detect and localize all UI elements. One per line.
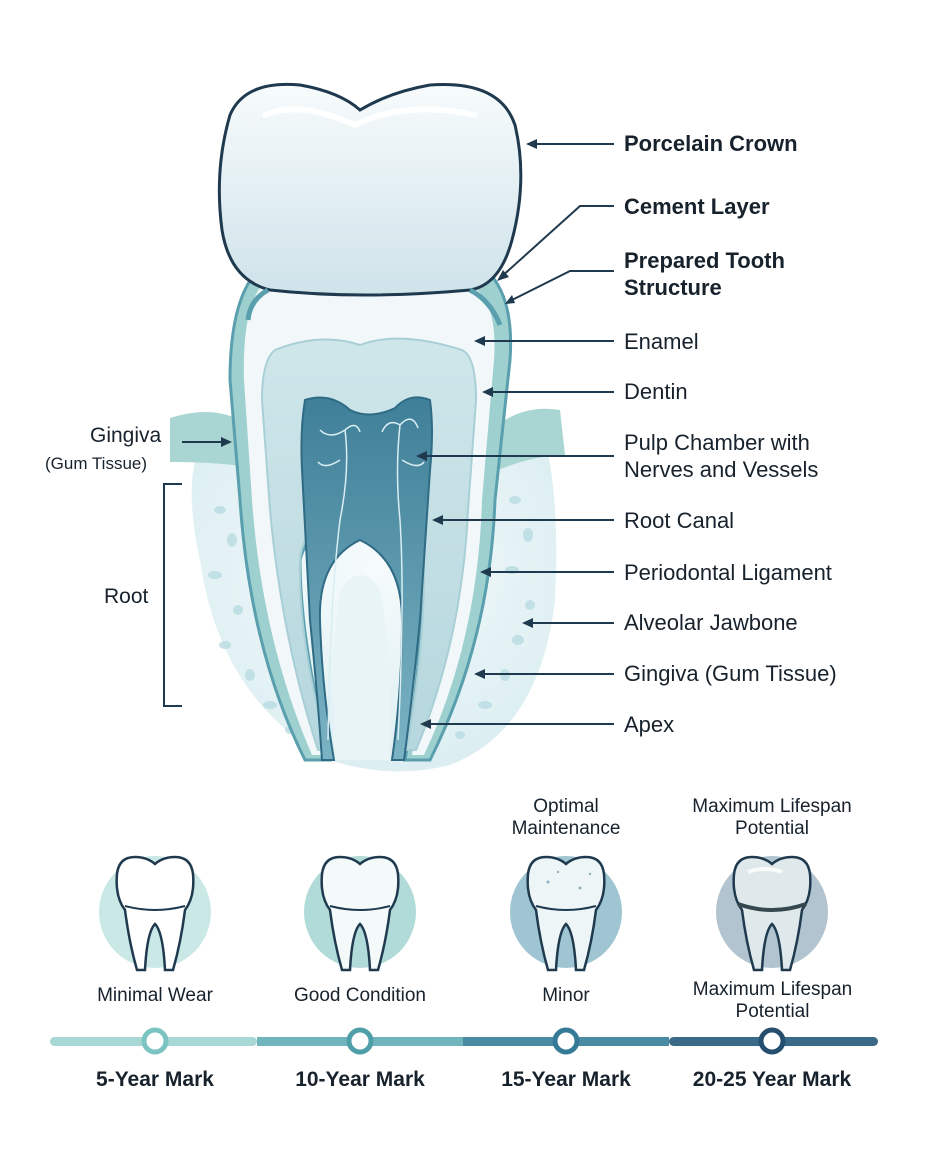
stage-1-caption: Minimal Wear [97, 985, 213, 1006]
speckled-molar-icon [526, 855, 606, 972]
label-alveolar-jawbone: Alveolar Jawbone [624, 610, 798, 635]
label-periodontal-ligament: Periodontal Ligament [624, 560, 832, 585]
leader-lines [163, 143, 614, 725]
stage-2-caption: Good Condition [293, 985, 427, 1006]
year-mark-20-25: 20-25 Year Mark [692, 1068, 852, 1091]
label-dentin: Dentin [624, 379, 688, 404]
label-porcelain-crown: Porcelain Crown [624, 131, 798, 156]
milestone-node-5 [141, 1027, 169, 1055]
porcelain-crown [217, 82, 523, 297]
stage-3-caption: Minor [542, 985, 590, 1006]
leader-arrowheads [221, 139, 537, 729]
cement-layer [245, 287, 503, 326]
year-mark-15: 15-Year Mark [501, 1068, 631, 1091]
label-apex: Apex [624, 712, 675, 737]
label-gingiva-left-line2: (Gum Tissue) [45, 454, 148, 473]
lifespan-timeline [50, 855, 878, 1055]
label-root-canal: Root Canal [624, 508, 735, 533]
milestone-node-15 [552, 1027, 580, 1055]
milestone-node-10 [346, 1027, 374, 1055]
label-cement-layer: Cement Layer [624, 194, 770, 219]
nerves-and-vessels [317, 418, 425, 741]
label-enamel: Enamel [624, 329, 699, 354]
year-mark-5: 5-Year Mark [96, 1068, 214, 1091]
clean-molar-icon [115, 855, 195, 972]
label-pulp-chamber-line1: Pulp Chamber with [624, 430, 810, 455]
stage-4-top-label: Maximum Lifespan Potential [692, 796, 852, 839]
molar-icon [320, 855, 400, 972]
stage-4-caption: Maximum Lifespan Potential [692, 979, 853, 1022]
label-prepared-tooth-line2: Structure [624, 275, 722, 300]
tooth-cross-section-illustration [163, 82, 614, 772]
worn-molar-icon [732, 855, 812, 972]
label-root: Root [104, 585, 149, 608]
milestone-node-20 [758, 1027, 786, 1055]
year-mark-10: 10-Year Mark [295, 1068, 425, 1091]
label-gingiva-right: Gingiva (Gum Tissue) [624, 661, 837, 686]
label-gingiva-left-line1: Gingiva [90, 424, 162, 447]
label-pulp-chamber-line2: Nerves and Vessels [624, 457, 819, 482]
label-prepared-tooth-line1: Prepared Tooth [624, 248, 785, 273]
stage-3-top-label: Optimal Maintenance [511, 796, 621, 839]
